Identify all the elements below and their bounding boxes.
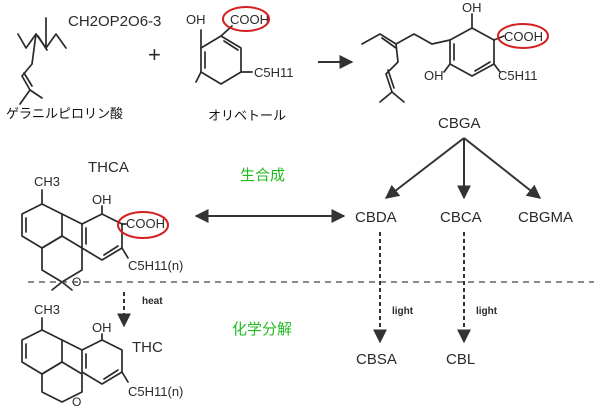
cbga-cooh-label: COOH: [504, 29, 543, 44]
cbga-oh-bottom-label: OH: [424, 68, 444, 83]
cbga-label: CBGA: [438, 115, 481, 132]
thca-ring-c: [81, 213, 123, 261]
olivetol-cooh-highlight: [222, 6, 270, 32]
olivetol-ring-inner-2: [223, 40, 239, 51]
thc-ring-c-inner-2: [103, 369, 119, 380]
thca-chain-bond: [121, 247, 129, 259]
olivetol-structure: OH COOH C5H11 オリベトール: [186, 6, 294, 124]
cbgma-label: CBGMA: [518, 209, 573, 226]
thc-ring-c: [81, 339, 123, 385]
olivetol-ring: [200, 35, 242, 85]
thc-chain-label: C5H11(n): [128, 384, 183, 399]
thca-cooh-highlight: [117, 211, 169, 239]
thc-ring-oxygen: O: [72, 395, 81, 409]
cbga-ring: [449, 27, 495, 77]
thca-ring-link: [61, 213, 83, 225]
cbga-oh-bottom-bond: [443, 63, 451, 73]
arrow-cbga-to-cbda: [384, 137, 465, 199]
cbga-chain-bonds: [361, 33, 433, 45]
olivetol-oh-label: OH: [186, 12, 206, 27]
cbga-chain-bond: [493, 63, 501, 73]
cbga-structure: OH COOH OH C5H11: [361, 0, 549, 103]
cbsa-label: CBSA: [356, 351, 397, 368]
cbga-terminal-1: [379, 91, 393, 103]
thc-chain-bond: [121, 371, 129, 383]
cbga-double-bond: [381, 37, 397, 49]
cbca-label: CBCA: [440, 209, 482, 226]
gpp-name: ゲラニルピロリン酸: [6, 107, 123, 122]
gpp-terminal-methyl-2: [29, 89, 43, 99]
thca-cooh-label: COOH: [126, 216, 165, 231]
geranyl-pyrophosphate-structure: CH2OP2O6-3 ゲラニルピロリン酸: [6, 13, 161, 122]
thc-ch3-label: CH3: [34, 302, 60, 317]
cbga-oh-top-label: OH: [462, 0, 482, 15]
olivetol-cooh-label: COOH: [230, 12, 269, 27]
cbga-double-bond-2: [387, 69, 395, 89]
thca-label: THCA: [88, 159, 129, 176]
gpp-double-bond-2: [23, 72, 33, 87]
cbl-label: CBL: [446, 351, 475, 368]
thca-oh-label: OH: [92, 192, 112, 207]
thca-structure: THCA CH3 O OH COOH C5H11(n): [21, 159, 183, 291]
light-label-cbsa: light: [392, 306, 414, 317]
section-biosynthesis: 生合成: [240, 166, 285, 184]
thca-ch3-label: CH3: [34, 174, 60, 189]
thc-ring-a: [21, 329, 63, 375]
thc-ring-link: [61, 339, 83, 351]
cbga-cooh-highlight: [497, 23, 549, 49]
thca-ring-c-inner-2: [103, 245, 119, 256]
olivetol-name: オリベトール: [208, 109, 286, 124]
cbga-chain-label: C5H11: [498, 68, 538, 83]
gpp-terminal-methyl: [19, 89, 31, 105]
plus-sign: +: [148, 42, 161, 67]
thc-structure: CH3 O OH C5H11(n) THC: [21, 302, 183, 409]
arrow-cbga-to-cbgma: [463, 137, 542, 199]
section-chemical-decomposition: 化学分解: [232, 320, 292, 338]
thca-chain-label: C5H11(n): [128, 258, 183, 273]
cbga-ring-link: [431, 39, 451, 45]
thca-gem-methyl-1: [51, 281, 63, 291]
gpp-formula: CH2OP2O6-3: [68, 13, 161, 30]
heat-label: heat: [142, 296, 163, 307]
gpp-lower-chain: [21, 33, 37, 91]
cbga-ring-inner-2: [474, 61, 491, 72]
olivetol-chain-label: C5H11: [254, 65, 294, 80]
thca-gem-methyl-2: [61, 281, 73, 291]
thc-ring-b: [41, 361, 83, 403]
thc-oh-label: OH: [92, 320, 112, 335]
thca-ring-a: [21, 203, 63, 249]
cbga-lower-chain: [385, 43, 399, 93]
olivetol-methyl: [195, 71, 202, 83]
light-label-cbl: light: [476, 306, 498, 317]
cbga-terminal-2: [391, 91, 405, 103]
thc-label: THC: [132, 339, 163, 356]
cbda-label: CBDA: [355, 209, 397, 226]
